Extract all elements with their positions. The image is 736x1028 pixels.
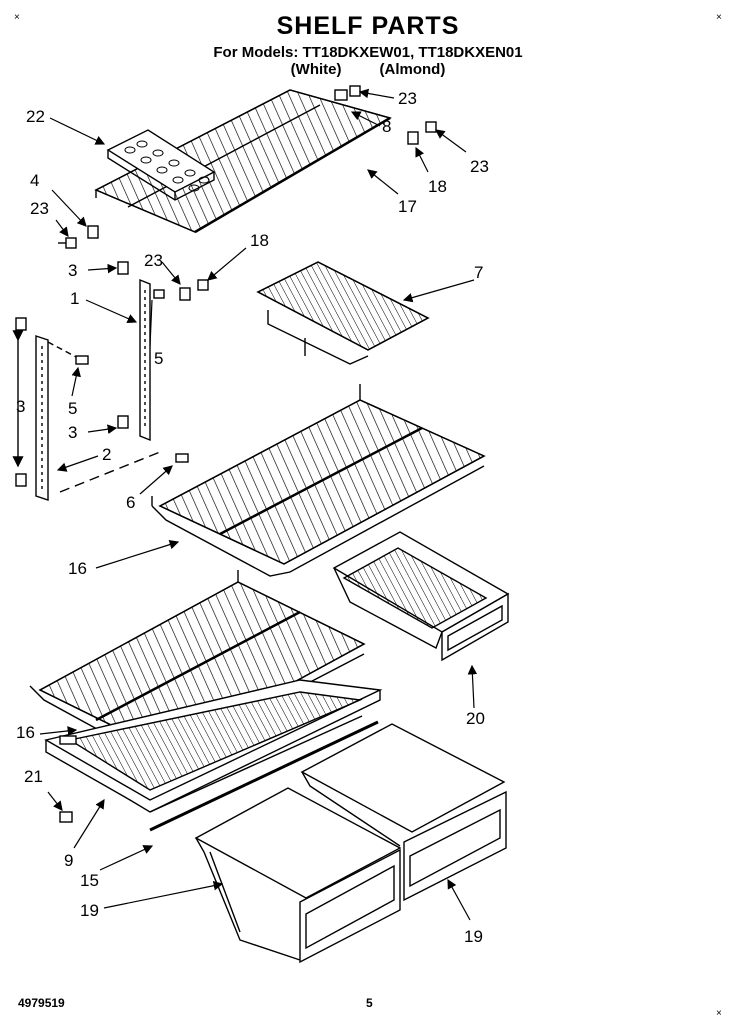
refrigerator-glass-shelf-upper [151,384,486,577]
callout-5: 5 [68,399,77,418]
shelf-clip [117,261,129,429]
callout-21: 21 [24,767,43,786]
corner-mark: × [14,12,20,23]
shelf-clip [407,121,437,145]
models-line: For Models: TT18DKXEW01, TT18DKXEN01 [213,44,523,61]
callout-labels: 22 23 8 23 4 23 17 18 23 18 3 7 1 5 3 5 … [16,89,489,946]
crisper-drawer-right [300,723,507,902]
ice-cube-tray [106,129,216,201]
shelf-support-left [35,335,79,501]
callout-9: 9 [64,851,73,870]
corner-mark: × [716,1008,722,1019]
crisper-drawer-left [194,787,402,964]
screw [59,811,73,823]
callout-5: 5 [154,349,163,368]
callout-23: 23 [30,199,49,218]
callout-23: 23 [470,157,489,176]
callout-6: 6 [126,493,135,512]
callout-23: 23 [144,251,163,270]
callout-19: 19 [80,901,99,920]
callout-16: 16 [68,559,87,578]
callout-19: 19 [464,927,483,946]
callout-1: 1 [70,289,79,308]
shelf-clip [15,317,27,487]
color-almond-label: (Almond) [379,61,446,78]
callout-2: 2 [102,445,111,464]
crisper-cover-rail [149,720,379,832]
document-number: 4979519 [18,996,65,1010]
callout-17: 17 [398,197,417,216]
small-wire-shelf [256,261,430,365]
callout-16: 16 [16,723,35,742]
screw [58,237,77,249]
page-number: 5 [366,996,373,1010]
callout-4: 4 [30,171,39,190]
callout-15: 15 [80,871,99,890]
callout-22: 22 [26,107,45,126]
shelf-clip [179,279,209,301]
color-white-label: (White) [290,61,342,78]
callout-20: 20 [466,709,485,728]
screw [75,289,189,463]
meat-drawer [332,531,510,662]
page-title: SHELF PARTS [276,12,460,40]
callout-18: 18 [250,231,269,250]
callout-18: 18 [428,177,447,196]
callout-8: 8 [382,117,391,136]
callout-3: 3 [68,423,77,442]
shelf-clip [87,225,99,239]
shelf-support-right [139,278,151,442]
callout-3: 3 [68,261,77,280]
corner-mark: × [716,12,722,23]
callout-23: 23 [398,89,417,108]
leader-lines [39,88,478,921]
callout-7: 7 [474,263,483,282]
callout-3: 3 [16,397,25,416]
shelf-clip [334,85,361,101]
model-info: For Models: TT18DKXEW01, TT18DKXEN01 (Wh… [200,44,536,78]
crisper-cover-frame [44,679,383,813]
